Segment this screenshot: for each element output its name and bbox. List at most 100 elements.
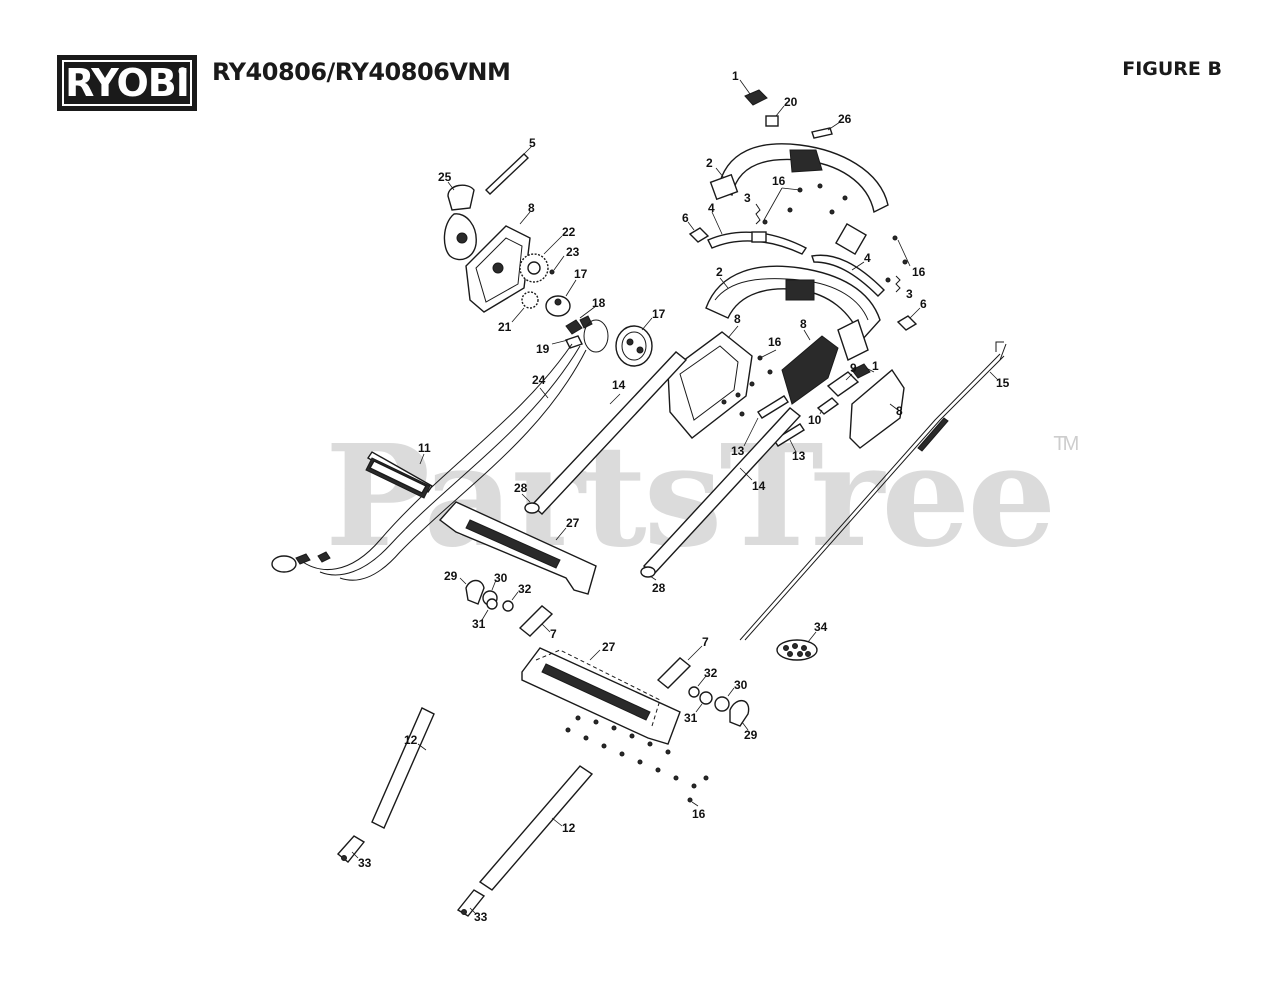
part-10-bracket	[816, 397, 840, 415]
part-17-wheel-cam	[615, 317, 653, 367]
callout-19: 19	[536, 342, 550, 356]
figure-label: FIGURE B	[1122, 58, 1222, 80]
part-4-lever-right	[811, 254, 885, 297]
callout-labels: 1 20 26 5 25 2 16 3 8 22 6 4 23 4 16 2 1…	[358, 69, 1010, 924]
part-18-springs	[565, 305, 609, 353]
callout-24: 24	[532, 373, 546, 387]
part-31-washer-left	[481, 598, 498, 621]
callout-20: 20	[784, 95, 798, 109]
callout-28: 28	[514, 481, 528, 495]
part-8-left-cover	[667, 325, 753, 439]
callout-16: 16	[772, 174, 786, 188]
callout-3: 3	[744, 191, 751, 205]
part-4-lever-left	[707, 211, 808, 255]
callout-14: 14	[612, 378, 626, 392]
callout-30: 30	[734, 678, 748, 692]
part-20-clip	[765, 105, 785, 127]
registered-mark: ®	[177, 65, 188, 78]
callout-15: 15	[996, 376, 1010, 390]
callout-16: 16	[912, 265, 926, 279]
part-19-connectors	[551, 335, 583, 349]
part-8-gearbox-housing	[465, 211, 531, 313]
part-33-latch-right	[456, 889, 486, 917]
callout-10: 10	[808, 413, 822, 427]
callout-30: 30	[494, 571, 508, 585]
callout-2: 2	[716, 265, 723, 279]
part-7-sleeve-left	[518, 605, 554, 637]
logo-text: RYOBI	[65, 61, 190, 105]
callout-16: 16	[768, 335, 782, 349]
part-8-right-cover	[849, 368, 905, 449]
part-29-latch-right	[729, 700, 750, 731]
callout-3: 3	[906, 287, 913, 301]
callout-12: 12	[562, 821, 576, 835]
callout-13: 13	[792, 449, 806, 463]
part-28-plug-right	[640, 566, 657, 581]
part-16-screws-upper	[762, 183, 848, 225]
callout-8: 8	[896, 404, 903, 418]
part-29-latch-left	[459, 577, 485, 605]
callout-13: 13	[731, 444, 745, 458]
callout-31: 31	[684, 711, 698, 725]
part-14-tube-lower	[642, 407, 802, 575]
callout-7: 7	[550, 627, 557, 641]
callout-27: 27	[566, 516, 580, 530]
callout-7: 7	[702, 635, 709, 649]
part-22-gear	[519, 235, 563, 283]
part-1-switch-key	[739, 79, 768, 106]
ryobi-logo: RYOBI ®	[57, 55, 197, 111]
callout-31: 31	[472, 617, 486, 631]
callout-33: 33	[474, 910, 488, 924]
part-11-label	[365, 451, 433, 499]
part-15-control-cable	[739, 341, 1007, 641]
callout-17: 17	[652, 307, 666, 321]
callout-32: 32	[518, 582, 532, 596]
callout-34: 34	[814, 620, 828, 634]
callout-6: 6	[682, 211, 689, 225]
part-2-upper-handle	[709, 143, 889, 255]
part-2-handle-housing	[705, 265, 881, 361]
part-16-screws-middle	[721, 349, 777, 417]
callout-21: 21	[498, 320, 512, 334]
part-3-spring-upper	[755, 203, 761, 225]
part-7-sleeve-right	[656, 645, 703, 689]
callout-4: 4	[864, 251, 871, 265]
part-6-knob-right	[896, 307, 921, 331]
part-31-washer-right	[695, 691, 713, 713]
callout-9: 9	[850, 361, 857, 375]
callout-4: 4	[708, 201, 715, 215]
part-16-screws-right	[885, 235, 911, 283]
part-12-tube-right	[478, 765, 594, 891]
part-21-pinion	[511, 291, 539, 323]
callout-17: 17	[574, 267, 588, 281]
part-26-label	[811, 121, 841, 139]
part-33-latch-left	[336, 835, 366, 863]
part-8-inner-housing	[781, 329, 839, 405]
part-13-clamps	[743, 395, 805, 453]
callout-1: 1	[732, 69, 739, 83]
part-12-tube-left	[371, 707, 435, 829]
part-24-wire-harness	[271, 343, 587, 581]
callout-33: 33	[358, 856, 372, 870]
callout-16: 16	[692, 807, 706, 821]
callout-6: 6	[920, 297, 927, 311]
callout-28: 28	[652, 581, 666, 595]
part-9-switch	[826, 371, 860, 397]
callout-12: 12	[404, 733, 418, 747]
callout-22: 22	[562, 225, 576, 239]
model-number: RY40806/RY40806VNM	[212, 58, 511, 86]
part-32-nut-left	[502, 591, 519, 612]
callout-14: 14	[752, 479, 766, 493]
part-30-bushing-right	[714, 687, 735, 712]
part-5-rod	[484, 145, 533, 195]
callout-18: 18	[592, 296, 606, 310]
callout-29: 29	[744, 728, 758, 742]
callout-26: 26	[838, 112, 852, 126]
part-3-spring-right	[895, 275, 901, 293]
callout-5: 5	[529, 136, 536, 150]
part-34-plug-set	[776, 631, 818, 661]
callout-23: 23	[566, 245, 580, 259]
callout-11: 11	[418, 441, 431, 455]
part-17-cam-upper	[545, 279, 577, 317]
